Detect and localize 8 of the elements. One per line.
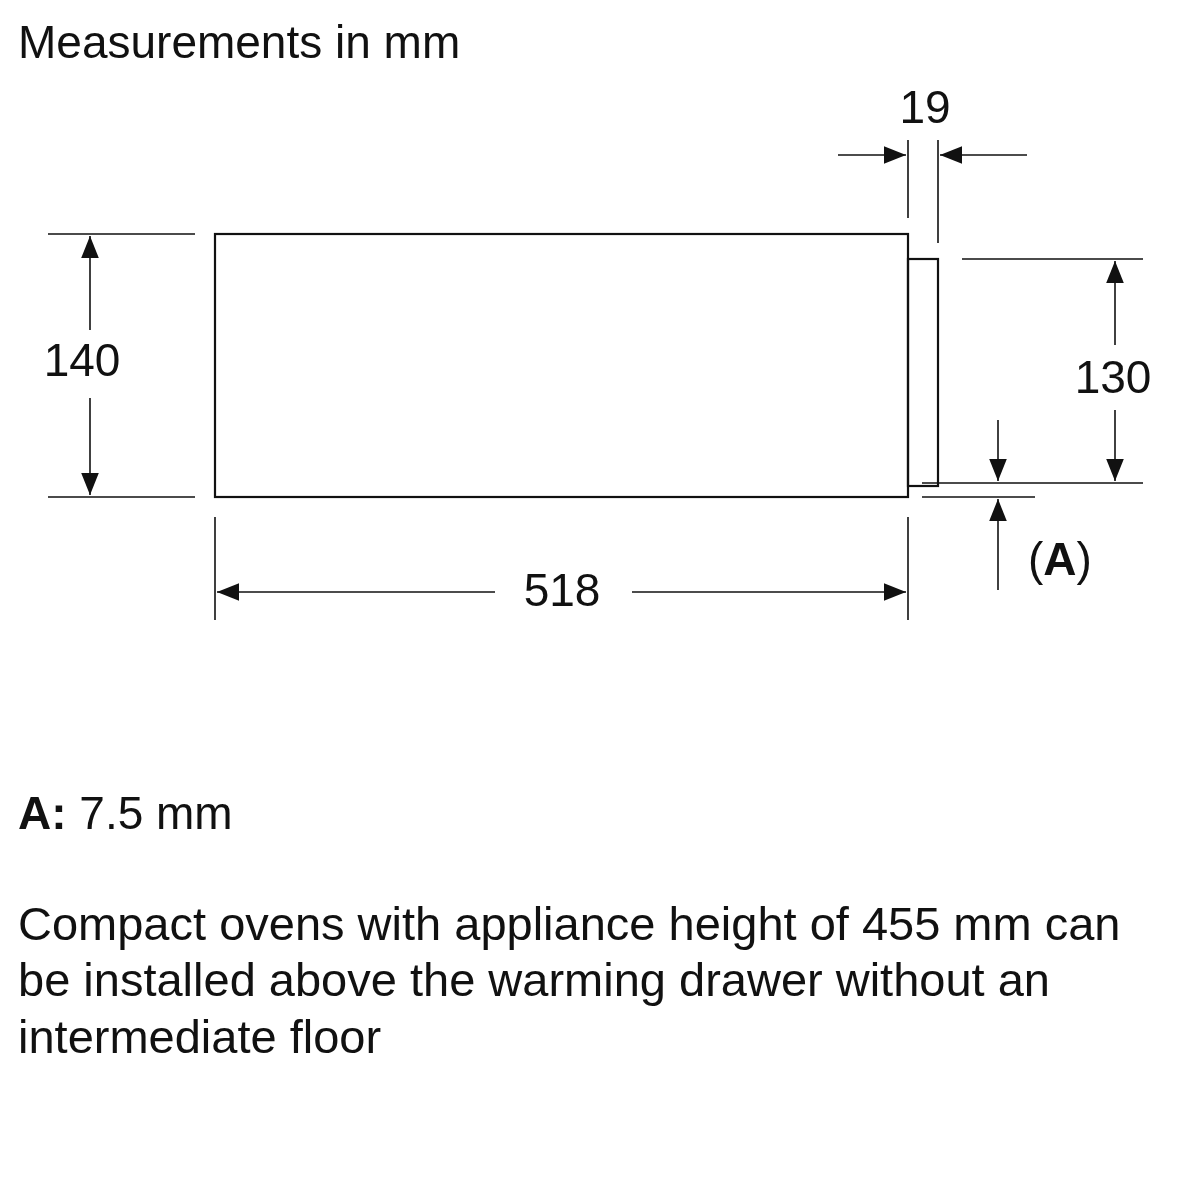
title: Measurements in mm bbox=[18, 15, 461, 70]
dimension-label: 130 bbox=[1074, 350, 1152, 405]
callout-label: (A) bbox=[1028, 532, 1092, 587]
note-paragraph: Compact ovens with appliance height of 455 mm can be installed above the warming drawer without an intermediate floor bbox=[18, 896, 1122, 1065]
note-text: A: 7.5 mm bbox=[18, 786, 233, 841]
dimension-label: 19 bbox=[899, 80, 951, 135]
dimension-label: 518 bbox=[523, 563, 601, 618]
dimension-label: 140 bbox=[43, 333, 121, 388]
